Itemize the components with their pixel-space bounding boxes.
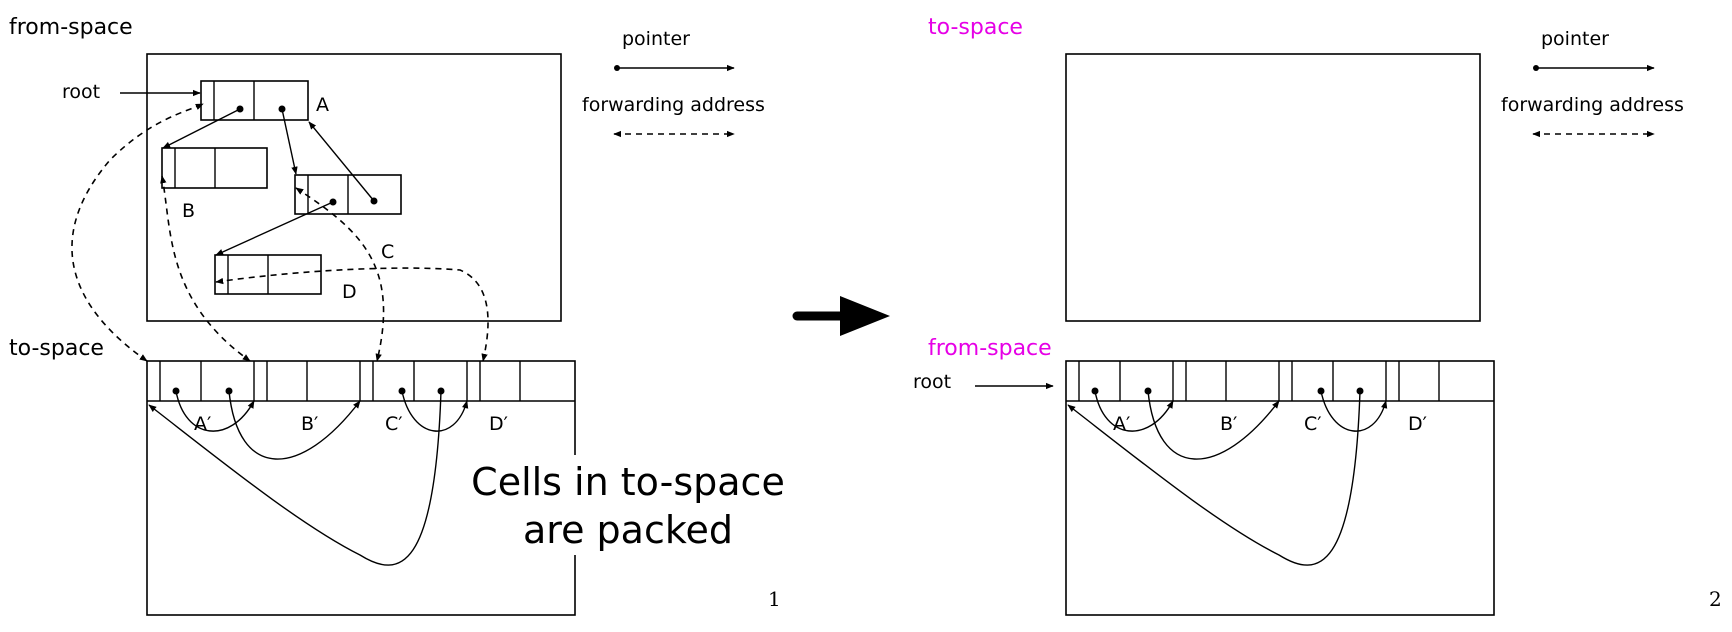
cell-c-copy-label-2: C′: [1304, 413, 1322, 435]
note-line-2: are packed: [523, 508, 733, 552]
from-space-label-2: from-space: [928, 336, 1052, 361]
cell-a-label: A: [316, 94, 329, 116]
pointer-c-to-d: [215, 201, 334, 256]
cell-a: [200, 80, 309, 121]
cell-b: [161, 147, 268, 189]
root-label-2: root: [913, 371, 951, 393]
cell-d-copy-label: D′: [489, 413, 508, 435]
cell-b-label: B: [182, 200, 195, 222]
cell-a-copy-label-2: A′: [1113, 413, 1130, 435]
copy-pointer-a-to-c-2: [1147, 390, 1280, 460]
cell-b-copy-label: B′: [301, 413, 318, 435]
forward-d: [215, 267, 489, 362]
slide-2: to-space pointer forwarding address from…: [913, 15, 1722, 616]
root-label: root: [62, 81, 100, 103]
note-line-1: Cells in to-space: [471, 460, 785, 504]
to-space-label: to-space: [9, 336, 104, 361]
legend-pointer-label-2: pointer: [1541, 28, 1609, 50]
to-space-region-2: [1065, 53, 1481, 322]
cell-d: [214, 254, 322, 295]
transition-arrow: [792, 296, 890, 336]
copy-pointer-c-to-a: [148, 390, 442, 566]
cell-c-label: C: [381, 241, 394, 263]
page-number-2: 2: [1709, 587, 1722, 611]
copy-pointer-c-to-d: [401, 390, 469, 432]
from-space-region-2: [1065, 360, 1495, 616]
legend-forwarding-label: forwarding address: [582, 94, 765, 116]
cell-d-copy-label-2: D′: [1408, 413, 1427, 435]
slide-1: from-space pointer forwarding address ro…: [9, 15, 785, 616]
cell-d-label: D: [342, 281, 357, 303]
from-space-label: from-space: [9, 15, 133, 40]
cell-c: [294, 174, 402, 215]
to-space-label-2: to-space: [928, 15, 1023, 40]
note-background: [480, 455, 780, 555]
copy-pointer-a-to-b-2: [1094, 390, 1174, 432]
copy-pointer-c-to-a-2: [1067, 390, 1361, 566]
legend-forwarding-label-2: forwarding address: [1501, 94, 1684, 116]
to-space-cells: [147, 361, 575, 402]
copy-pointer-a-to-c: [228, 390, 361, 460]
page-number-1: 1: [768, 587, 781, 611]
forward-a: [71, 103, 204, 362]
pointer-a-to-c: [281, 108, 298, 175]
cell-a-copy-label: A′: [194, 413, 211, 435]
copy-pointer-a-to-b: [175, 390, 255, 432]
copy-pointer-c-to-d-2: [1320, 390, 1388, 432]
cell-b-copy-label-2: B′: [1220, 413, 1237, 435]
legend-pointer-label: pointer: [622, 28, 690, 50]
cell-c-copy-label: C′: [385, 413, 403, 435]
forward-c: [295, 187, 385, 362]
from-space-cells-2: [1066, 361, 1494, 402]
